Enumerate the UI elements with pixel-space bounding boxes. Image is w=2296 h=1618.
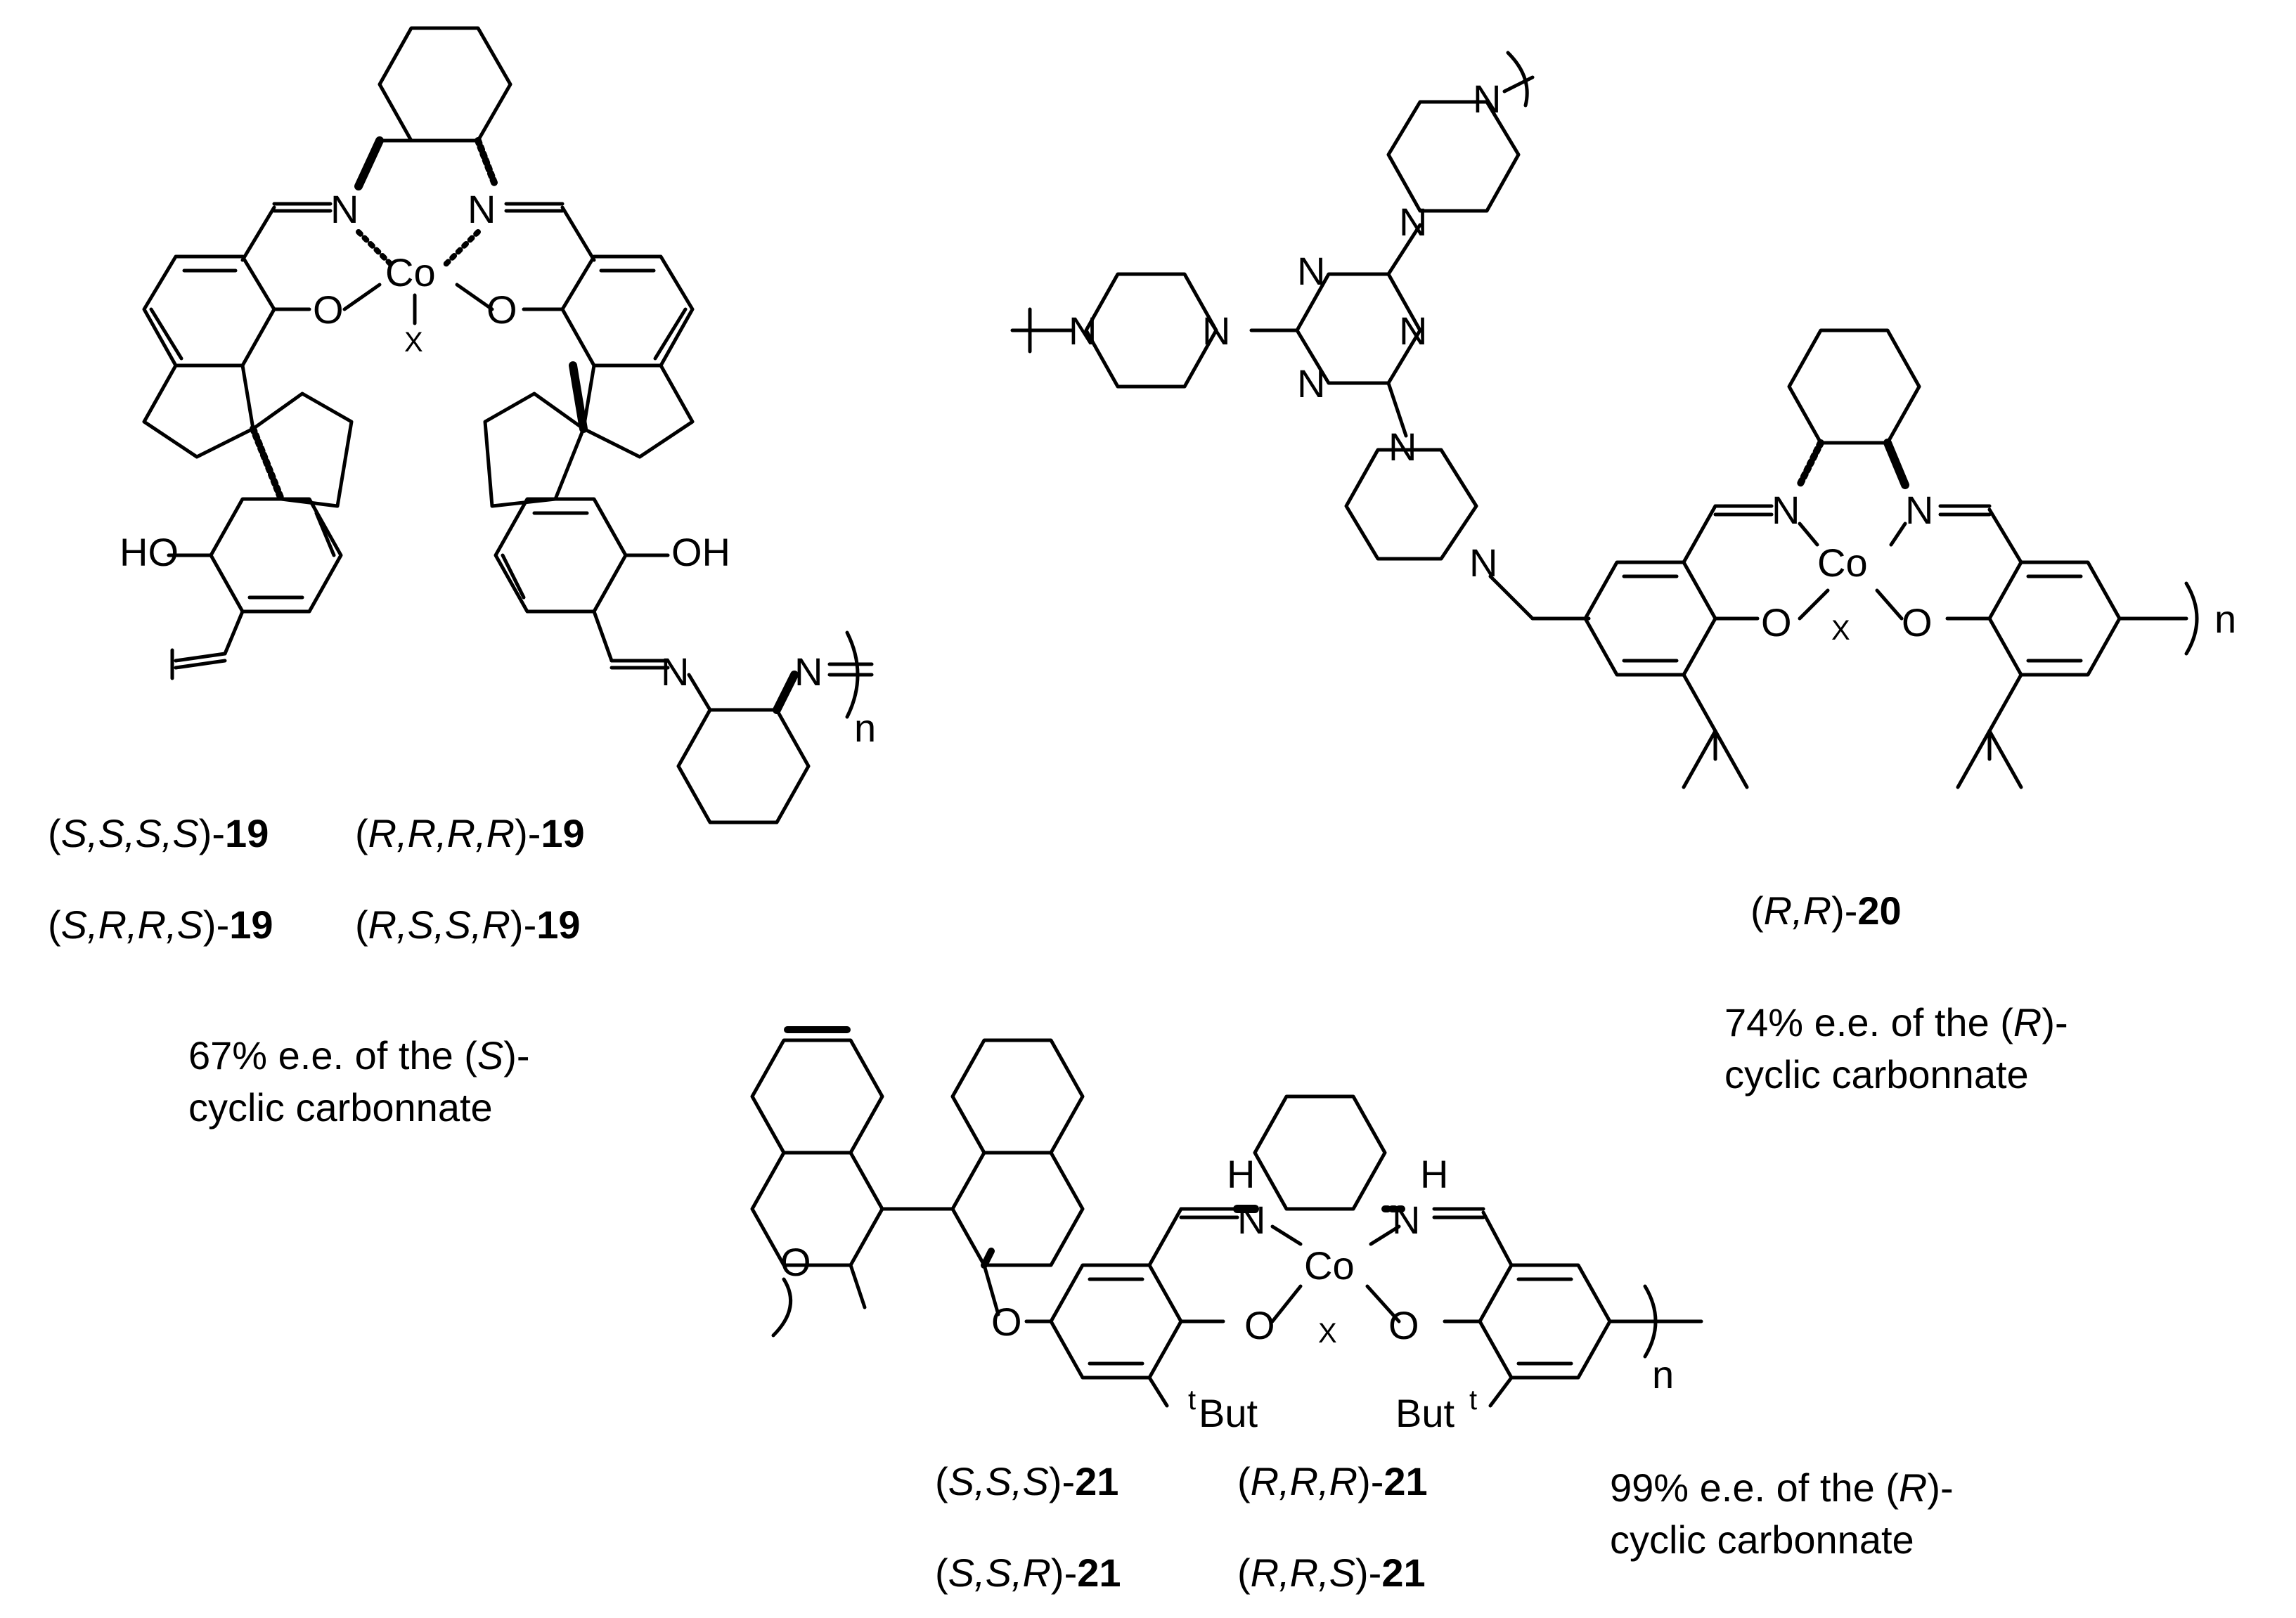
cyclohexane-ring: [1253, 1094, 1387, 1211]
structure-21: O O H H N N Co O O X t But But t n: [750, 1026, 1703, 1435]
indane-ring-right: [581, 363, 695, 459]
atom-label: O: [1902, 600, 1933, 645]
atom-label: O: [1244, 1303, 1275, 1347]
atom-label: N: [1399, 309, 1427, 353]
atom-label: X: [404, 327, 423, 358]
atom-label: X: [1831, 615, 1850, 646]
repeat-unit-label: n: [1652, 1352, 1674, 1397]
atom-label: O: [780, 1240, 811, 1284]
ee-note: 67% e.e. of the (S)- cyclic carbonnate: [188, 1033, 530, 1130]
piperazine-ring-bottom: [1344, 448, 1478, 561]
cyclohexane-ring: [1787, 328, 1921, 445]
compound-label: (S,R,R,S)-19: [48, 902, 273, 947]
wedge-bond: [354, 136, 384, 190]
piperazine-ring-left: [1084, 272, 1218, 389]
atom-label: N: [1473, 77, 1501, 121]
compound-label: (R,R,R,R)-19: [355, 811, 585, 855]
ee-note: 99% e.e. of the (R)- cyclic carbonnate: [1610, 1465, 1954, 1562]
atom-label: N: [1469, 541, 1497, 585]
atom-label: N: [1202, 309, 1230, 353]
naphthalene-ring-a: [750, 1038, 884, 1155]
atom-label: N: [1905, 488, 1933, 532]
compound-label: (S,S,S,S)-19: [48, 811, 269, 855]
indane-ring-left: [142, 363, 255, 459]
atom-label: O: [1761, 600, 1792, 645]
atom-label: N: [794, 649, 823, 694]
atom-label: O: [313, 287, 344, 332]
compound-label: (R,S,S,R)-19: [355, 902, 581, 947]
ee-note: 74% e.e. of the (R)- cyclic carbonnate: [1724, 1000, 2068, 1096]
atom-label: H: [1420, 1152, 1448, 1196]
aryl-ring-left: [142, 254, 276, 368]
compound-label: (S,S,S)-21: [935, 1459, 1119, 1503]
indane-ring-left-2: [251, 391, 354, 508]
coordination-bond: [440, 229, 481, 270]
structure-19: N N Co O O X HO OH N N n: [120, 26, 876, 824]
atom-label: O: [991, 1300, 1022, 1344]
atom-label: But: [1199, 1391, 1258, 1435]
atom-label: t: [1188, 1385, 1196, 1416]
metal-label: Co: [1817, 541, 1868, 585]
atom-label: N: [1388, 425, 1417, 469]
piperazine-ring-top: [1386, 100, 1521, 213]
aryl-ring-left: [1049, 1263, 1183, 1380]
atom-label: But: [1395, 1391, 1455, 1435]
atom-label: OH: [671, 530, 730, 574]
coordination-bond: [356, 229, 396, 270]
atom-label: O: [1388, 1303, 1419, 1347]
repeat-unit-label: n: [854, 706, 876, 750]
atom-label: N: [330, 187, 359, 231]
aryl-ring-lower-left: [209, 497, 343, 614]
atom-label: N: [661, 649, 689, 694]
aryl-ring-lower-right: [494, 497, 628, 614]
atom-label: N: [1069, 309, 1097, 353]
aryl-ring-right: [560, 254, 695, 368]
hash-bond: [475, 137, 499, 190]
compound-label: (R,R,R)-21: [1237, 1459, 1428, 1503]
naphthalene-ring-d: [950, 1151, 1085, 1267]
atom-label: HO: [120, 530, 179, 574]
naphthalene-ring-c: [950, 1038, 1085, 1155]
naphthalene-ring-b: [750, 1151, 884, 1267]
atom-label: N: [1297, 361, 1325, 406]
indane-ring-right-2: [483, 391, 586, 508]
cyclohexane-ring-bottom: [676, 708, 811, 824]
atom-label: N: [1399, 200, 1427, 244]
compound-label: (S,S,R)-21: [935, 1551, 1121, 1595]
atom-label: N: [1772, 488, 1800, 532]
aryl-ring-right: [1478, 1263, 1612, 1380]
compound-label: (R,R)-20: [1750, 888, 1902, 933]
atom-label: X: [1318, 1318, 1337, 1349]
repeat-unit-label: n: [2214, 597, 2236, 641]
compound-label: (R,R,S)-21: [1237, 1551, 1426, 1595]
bracket-right: [845, 630, 860, 719]
atom-label: N: [467, 187, 496, 231]
atom-label: t: [1469, 1385, 1477, 1416]
metal-label: Co: [385, 250, 436, 295]
metal-label: Co: [1304, 1243, 1355, 1288]
atom-label: N: [1237, 1198, 1265, 1242]
aryl-ring-left: [1583, 560, 1717, 677]
atom-label: O: [486, 287, 517, 332]
atom-label: N: [1392, 1198, 1420, 1242]
atom-label: H: [1227, 1152, 1255, 1196]
aryl-ring-right: [1987, 560, 2122, 677]
cyclohexane-ring-top: [378, 26, 512, 143]
structure-20: N N N N N N N N N N N Co O O X n: [1010, 51, 2236, 789]
atom-label: N: [1297, 249, 1325, 293]
